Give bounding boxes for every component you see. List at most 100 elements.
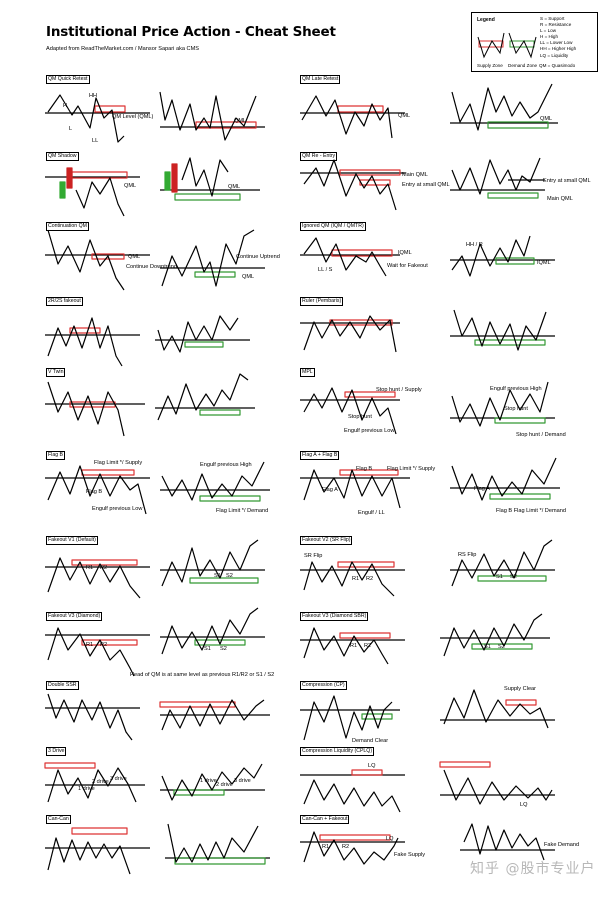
legend-demand-zone: Demand Zone — [508, 63, 538, 68]
diagram-qm-late-retest — [300, 95, 405, 139]
legend-line: HH = Higher High — [540, 46, 577, 52]
annotation-flag-b: Flag B — [356, 466, 372, 472]
annotation-r2: R2 — [342, 844, 349, 850]
annotation-r2: R2 — [100, 642, 107, 648]
section-label: Fakeout V2 (SR Flip) — [300, 536, 353, 545]
annotation-s1: S1 — [496, 574, 503, 580]
diagram-qm-shadow-2 — [160, 157, 260, 201]
annotation-s1: S1 — [204, 646, 211, 652]
diagram-can-can-fakeout — [300, 831, 405, 865]
annotation-engulf-prev-low: Engulf previous Low — [92, 506, 143, 512]
section-label: Continuation QM — [46, 222, 89, 231]
annotation-drive-1: 1 drive — [200, 778, 217, 784]
diagram-fakeout-v3-sbr — [300, 627, 405, 665]
annotation-r1: R1 — [86, 565, 93, 571]
diagram-flag-b-2 — [160, 461, 270, 502]
annotation-sr-flip: SR Flip — [304, 553, 322, 559]
diagram-v-twin-2 — [155, 373, 255, 421]
legend-box: Legend S = Support R = Resistance L = Lo… — [471, 12, 598, 72]
annotation-engulf-ll: Engulf / LL — [358, 510, 385, 516]
diagram-continuation-qm-2 — [160, 229, 265, 287]
diagram-fakeout-v2 — [300, 561, 405, 597]
annotation-continue-downtrend: Continue Downtrend — [126, 264, 177, 270]
annotation-flag-b-flag-limit: Flag B Flag Limit */ Demand — [496, 508, 566, 514]
section-label: Can-Can + Fakeout — [300, 815, 350, 824]
annotation-stop-hunt: Stop hunt — [348, 414, 372, 420]
annotation-flag-limit-supply: Flag Limit */ Supply — [387, 466, 435, 472]
diagram-qm-quick-retest-2 — [159, 91, 265, 141]
section-label: QM Quick Retest — [46, 75, 90, 84]
diagram-2r2s-fakeout-2 — [155, 315, 250, 353]
section-label: MPL — [300, 368, 315, 377]
annotation-s2: S2 — [220, 646, 227, 652]
diagram-can-can — [45, 827, 150, 875]
diagram-fakeout-v3 — [45, 627, 150, 677]
diagram-fakeout-v1 — [45, 557, 150, 599]
annotation-ll: LL — [92, 138, 98, 144]
diagram-3-drive-2 — [160, 763, 265, 801]
annotation-stop-hunt: Stop hunt — [504, 406, 528, 412]
diagram-qm-reentry-2 — [450, 157, 545, 199]
diagram-flag-b — [45, 465, 150, 515]
annotation-r1: R1 — [350, 643, 357, 649]
annotation-engulf-prev-high: Engulf previous High — [490, 386, 542, 392]
diagram-fakeout-v2-2 — [450, 539, 555, 587]
annotation-flag-limit-supply: Flag Limit */ Supply — [94, 460, 142, 466]
legend-line: R = Resistance — [540, 22, 572, 28]
annotation-rs-flip: RS Flip — [458, 552, 476, 558]
annotation-r1: R1 — [322, 844, 329, 850]
watermark: 知乎 @股市专业户 — [470, 861, 596, 877]
diagram-mpl — [300, 387, 400, 435]
section-label: Flag A + Flag B — [300, 451, 340, 460]
diagram-can-can-2 — [165, 823, 270, 865]
diagram-cplq-2 — [439, 761, 555, 805]
section-label: Flag B — [46, 451, 65, 460]
annotation-wait-fakeout: Wait for Fakeout — [387, 263, 428, 269]
legend-line: H = High — [540, 34, 559, 40]
diagram-flag-ab — [300, 469, 410, 509]
annotation-s2: S2 — [226, 573, 233, 579]
page-title: Institutional Price Action - Cheat Sheet — [46, 24, 336, 40]
legend-qm: QM = Quasimodo — [539, 63, 576, 68]
annotation-qml: QML — [234, 118, 246, 124]
annotation-entry-small-qml: Entry at small QML — [543, 178, 591, 184]
annotation-flag-limit-demand: Flag Limit */ Demand — [216, 508, 268, 514]
annotation-qml: QML — [540, 116, 552, 122]
annotation-lq: LQ — [520, 802, 528, 808]
diagram-compression — [300, 695, 400, 741]
annotation-l: L — [69, 126, 72, 132]
legend-lines: S = Support R = Resistance L = Low H = H… — [540, 16, 576, 59]
annotation-fake-supply: Fake Supply — [394, 852, 425, 858]
diagram-qm-reentry — [300, 159, 405, 211]
annotation-r2: R2 — [364, 643, 371, 649]
annotation-qml: QML — [124, 183, 136, 189]
section-label: Can-Can — [46, 815, 71, 824]
annotation-iqml: IQML — [537, 260, 551, 266]
annotation-demand-clear: Demand Clear — [352, 738, 388, 744]
annotation-engulf-prev-high: Engulf previous High — [200, 462, 252, 468]
annotation-qml: QML — [128, 254, 140, 260]
legend-zone-swatches — [477, 32, 537, 59]
section-label: Compression (CP) — [300, 681, 347, 690]
diagram-qm-shadow — [45, 167, 140, 217]
diagram-fakeout-v1-2 — [160, 539, 265, 587]
diagram-double-ssr — [45, 693, 140, 741]
annotation-main-qml: Main QML — [402, 172, 428, 178]
section-label: QM Late Retest — [300, 75, 341, 84]
annotation-s1: S1 — [484, 644, 491, 650]
annotation-qml: QML — [398, 113, 410, 119]
annotation-s1: S1 — [214, 573, 221, 579]
diagram-flag-ab-2 — [450, 457, 560, 501]
annotation-supply-clear: Supply Clear — [504, 686, 536, 692]
annotation-engulf-prev-low: Engulf previous Low — [344, 428, 395, 434]
diagram-v-twin — [45, 381, 145, 437]
annotation-s2: S2 — [510, 574, 517, 580]
annotation-s2: S2 — [498, 644, 505, 650]
diagram-2r2s-fakeout — [45, 317, 140, 367]
annotation-fake-demand: Fake Demand — [544, 842, 579, 848]
diagram-ruler-2 — [450, 309, 555, 351]
annotation-stop-hunt-demand: Stop hunt / Demand — [516, 432, 566, 438]
section-label: 3 Drive — [46, 747, 67, 756]
section-label: V Twin — [46, 368, 66, 377]
